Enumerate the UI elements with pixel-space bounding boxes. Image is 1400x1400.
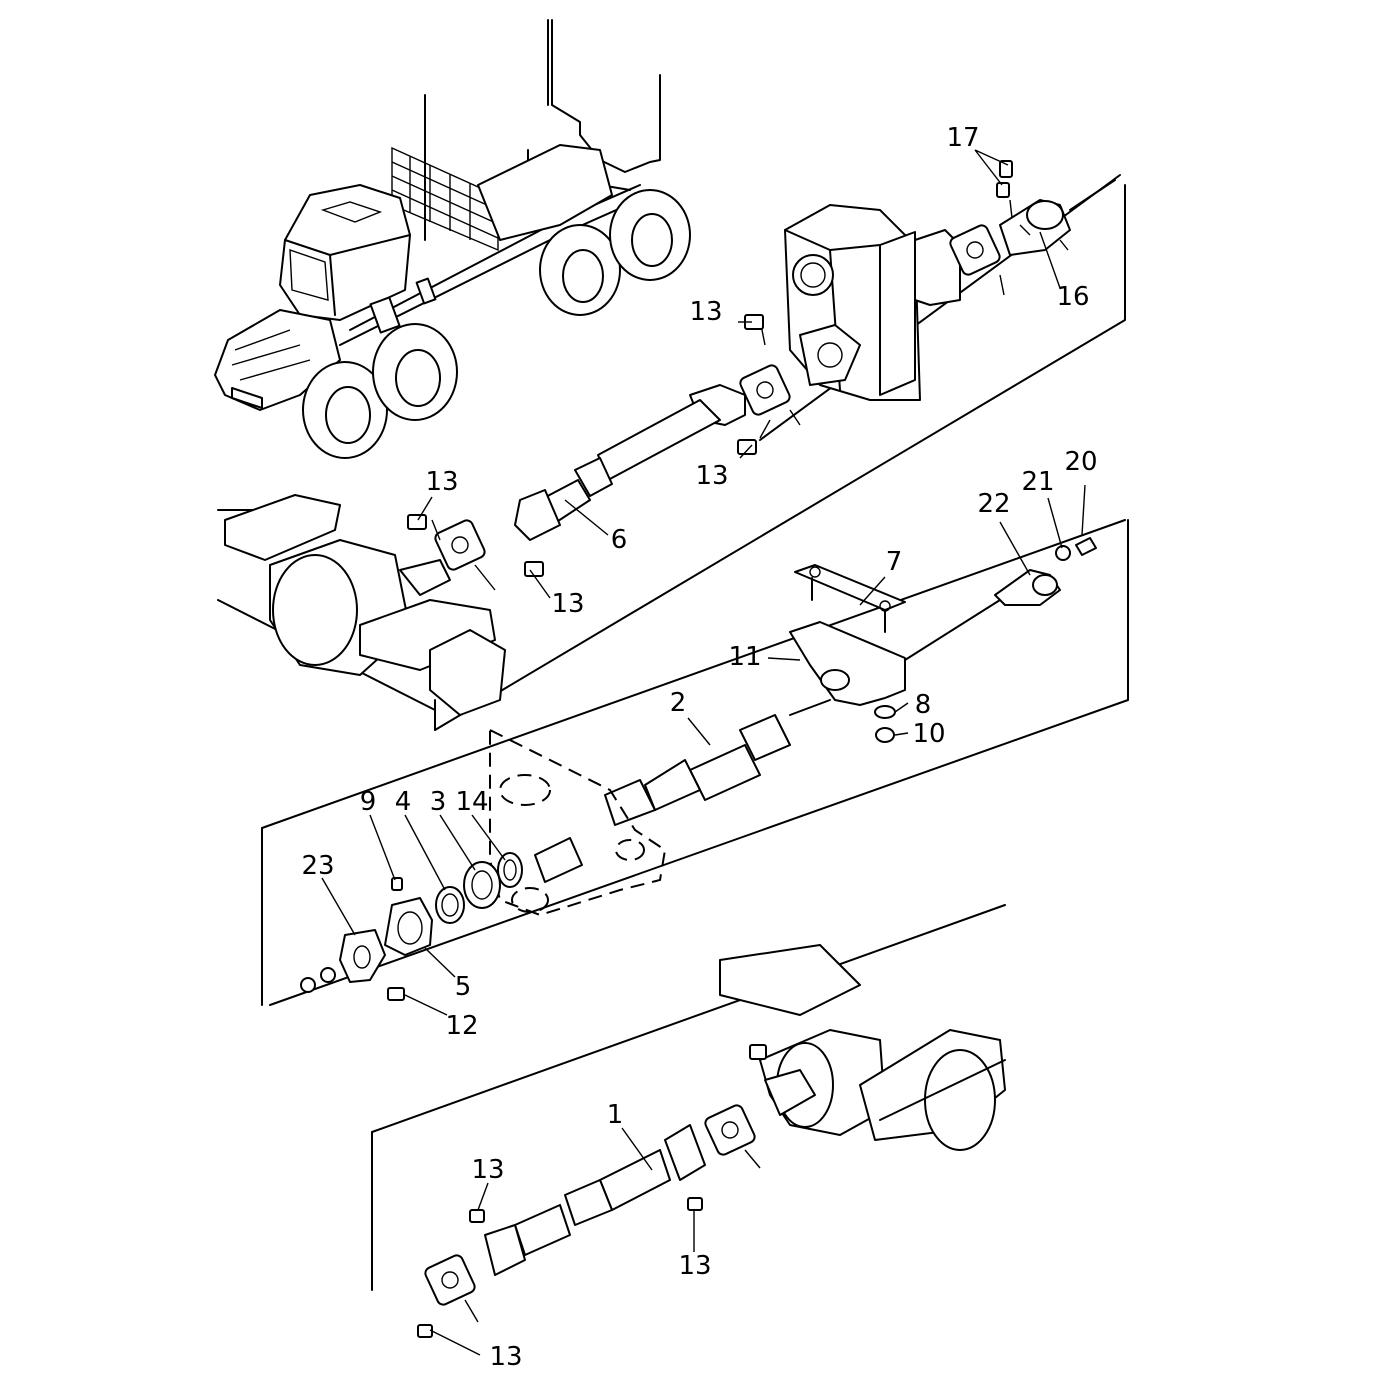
callout-23: 23 [301,851,334,881]
callout-13-g: 13 [489,1342,522,1372]
transfer-gearbox [784,204,961,401]
propeller-shaft-6 [514,314,801,541]
section-boundaries [261,174,1129,1291]
callout-16: 16 [1056,282,1089,312]
intermediate-shaft-2 [604,699,831,826]
callout-5: 5 [455,972,472,1002]
front-axle-housing [217,494,506,716]
callout-11: 11 [728,642,761,672]
callout-22: 22 [977,489,1010,519]
callout-labels: 17 16 13 13 13 6 13 20 21 22 7 11 2 8 10… [301,123,1097,1372]
callout-12: 12 [445,1011,478,1041]
callout-4: 4 [395,787,412,817]
flange-yoke-16 [949,160,1116,296]
callout-14: 14 [455,787,488,817]
callout-13-d: 13 [551,589,584,619]
callout-7: 7 [886,547,903,577]
bearing-bracket-outline [489,728,667,917]
callout-13-c: 13 [425,467,458,497]
callout-1: 1 [607,1100,624,1130]
callout-13-b: 13 [695,461,728,491]
front-coupling [407,514,544,591]
bearing-stack [300,837,583,1001]
callout-2: 2 [670,688,687,718]
callout-8: 8 [915,690,932,720]
callout-3: 3 [430,787,447,817]
callout-21: 21 [1021,467,1054,497]
callout-9: 9 [360,787,377,817]
propeller-shaft-1 [417,1044,767,1338]
rear-axle-housing [719,944,1006,1151]
callout-13-e: 13 [471,1155,504,1185]
callout-20: 20 [1064,447,1097,477]
forwarder-machine-illustration [214,19,691,459]
callout-6: 6 [611,525,628,555]
center-bearing-section [789,537,1097,743]
callout-17: 17 [946,123,979,153]
callout-10: 10 [912,719,945,749]
callout-13-a: 13 [689,297,722,327]
callout-13-f: 13 [678,1251,711,1281]
leader-lines [321,149,1086,1356]
